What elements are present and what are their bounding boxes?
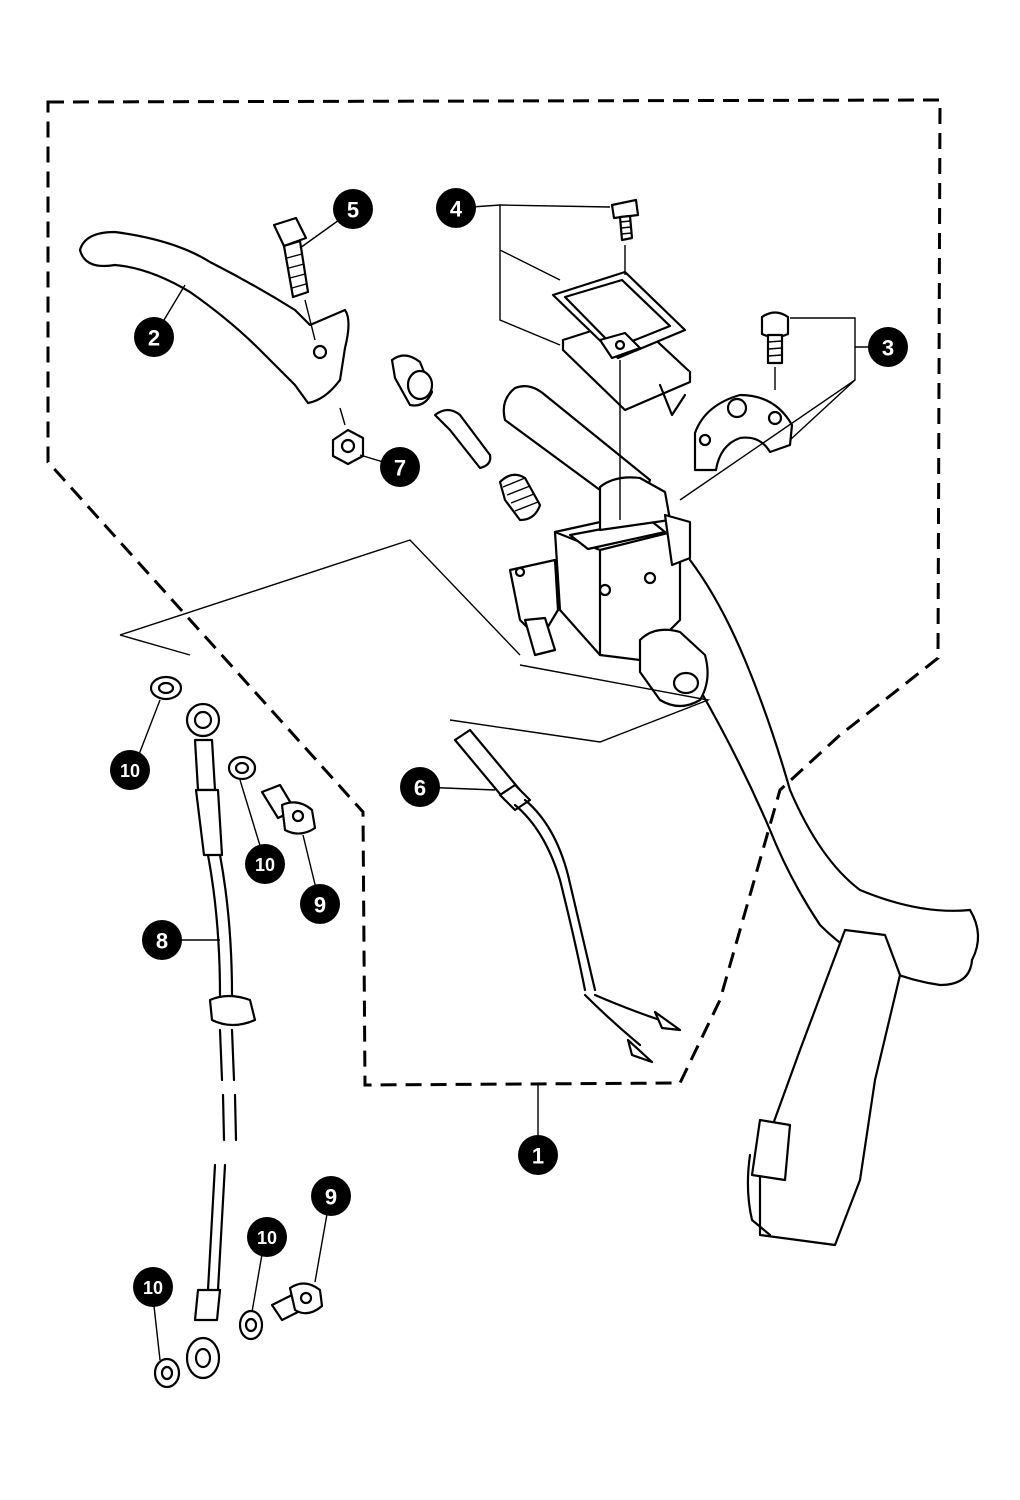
sealing-washers xyxy=(149,675,264,1389)
callout-label: 6 xyxy=(414,776,426,801)
callout-10-lower-right: 10 xyxy=(247,1217,287,1257)
callout-2: 2 xyxy=(134,317,174,357)
callout-10-lower-left: 10 xyxy=(133,1267,173,1307)
fork-tube xyxy=(746,928,902,1247)
brake-hose xyxy=(185,702,257,1380)
handlebar xyxy=(502,385,980,987)
callout-4: 4 xyxy=(436,188,476,228)
callout-label: 9 xyxy=(325,1185,337,1210)
callout-label: 4 xyxy=(450,197,463,222)
cap-screw xyxy=(610,198,640,520)
master-cylinder-body xyxy=(508,476,709,708)
callout-1: 1 xyxy=(518,1135,558,1175)
callout-7: 7 xyxy=(380,447,420,487)
assembly-boundary xyxy=(46,98,942,1087)
lever-pivot-bolt xyxy=(272,216,316,341)
callout-3: 3 xyxy=(868,327,908,367)
callout-label: 9 xyxy=(314,893,326,918)
callout-label: 7 xyxy=(394,456,406,481)
callout-label: 3 xyxy=(882,336,894,361)
callout-10-upper-right: 10 xyxy=(245,844,285,884)
callout-label: 8 xyxy=(156,929,168,954)
callout-label: 10 xyxy=(255,855,275,875)
piston-assembly xyxy=(390,354,542,522)
brake-lever xyxy=(78,230,350,405)
callout-10-upper-left: 10 xyxy=(110,750,150,790)
reservoir-cap xyxy=(551,270,692,417)
banjo-bolt-upper xyxy=(260,783,317,835)
callout-9-lower: 9 xyxy=(311,1176,351,1216)
callout-label: 1 xyxy=(532,1144,544,1169)
callout-8: 8 xyxy=(142,920,182,960)
handlebar-clamp xyxy=(693,393,794,472)
callout-label: 10 xyxy=(143,1278,163,1298)
callout-6: 6 xyxy=(400,767,440,807)
brake-light-switch xyxy=(119,539,711,1064)
clamp-bolt xyxy=(760,311,790,390)
callout-9-upper: 9 xyxy=(300,884,340,924)
callout-5: 5 xyxy=(333,189,373,229)
callout-label: 5 xyxy=(347,198,359,223)
banjo-bolt-lower xyxy=(270,1282,324,1322)
callout-label: 2 xyxy=(148,326,160,351)
callout-label: 10 xyxy=(257,1228,277,1248)
callout-label: 10 xyxy=(120,761,140,781)
lever-nut xyxy=(331,407,365,466)
